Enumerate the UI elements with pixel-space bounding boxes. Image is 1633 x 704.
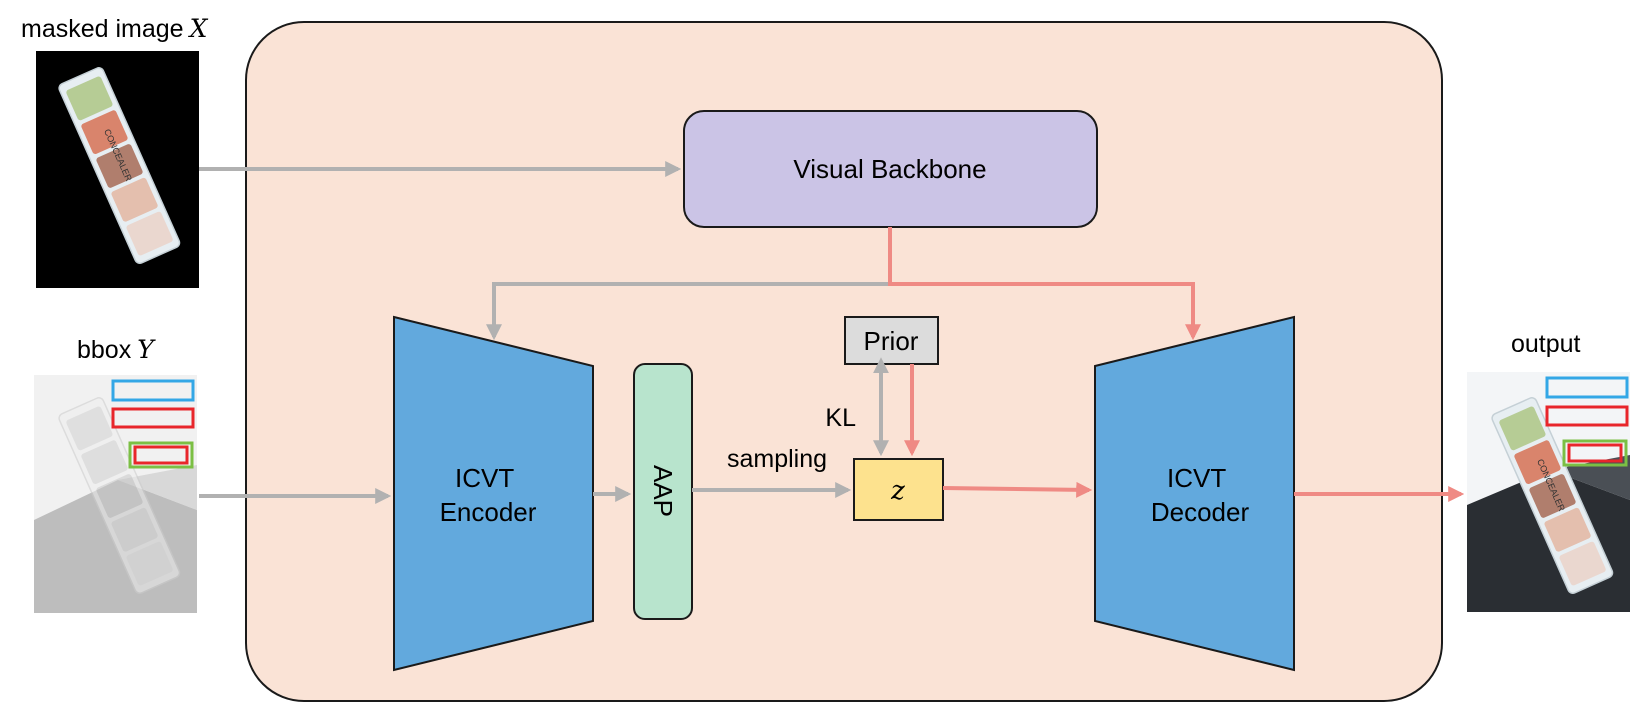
- bbox-red: [111, 407, 195, 429]
- bbox-thumbnail: [34, 375, 197, 613]
- prior-block: [844, 316, 939, 365]
- decoder-label: ICVT Decoder: [1151, 463, 1250, 527]
- aap-label: AAP: [648, 465, 678, 517]
- bbox-red-inner: [133, 445, 189, 465]
- icvt-decoder-block: [1094, 315, 1295, 672]
- output-bbox-green: [1562, 439, 1628, 467]
- bbox-blue: [111, 379, 195, 402]
- arrow-backbone-to-decoder: [888, 227, 1201, 341]
- icvt-encoder-block: [393, 315, 594, 672]
- z-block: [853, 458, 944, 521]
- masked-image-thumbnail: CONCEALER: [36, 51, 199, 288]
- kl-label: KL: [825, 404, 856, 432]
- output-label: output: [1511, 330, 1581, 358]
- z-label: z: [890, 476, 905, 506]
- arrow-z-to-decoder: [942, 481, 1093, 498]
- encoder-label: ICVT Encoder: [440, 463, 537, 527]
- bbox-green: [128, 441, 194, 469]
- output-thumbnail: CONCEALER: [1467, 372, 1630, 612]
- visual-backbone-label: Visual Backbone: [793, 154, 986, 184]
- output-bbox-blue: [1545, 376, 1629, 399]
- arrow-backbone-to-encoder: [486, 282, 890, 341]
- output-bbox-red: [1545, 405, 1629, 427]
- prior-label: Prior: [864, 326, 919, 356]
- output-bbox-red-inner: [1567, 443, 1623, 463]
- sampling-label: sampling: [727, 445, 827, 473]
